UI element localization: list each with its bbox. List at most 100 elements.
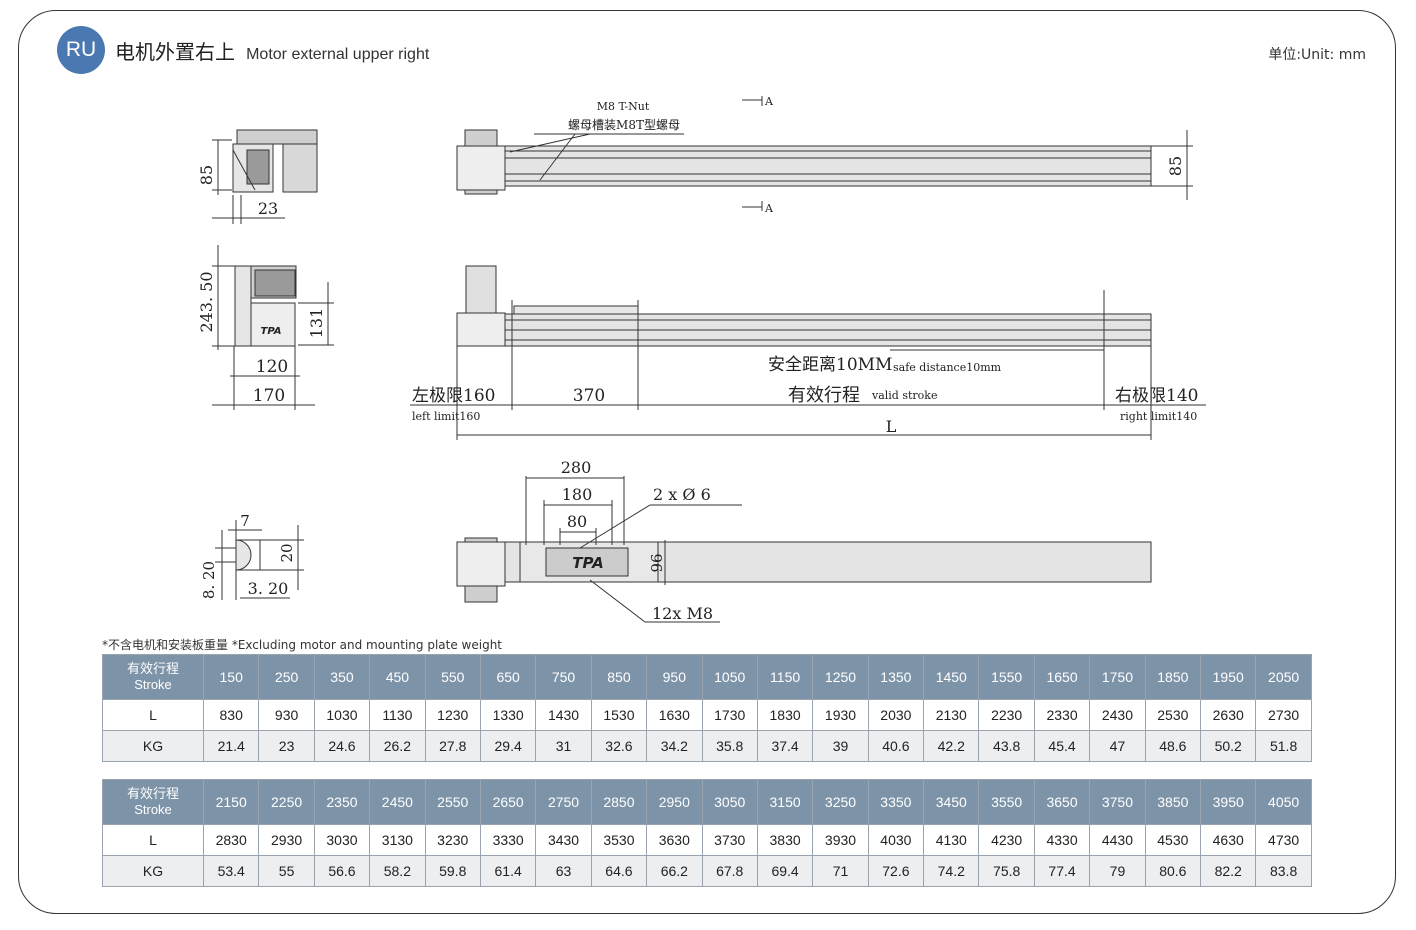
stroke-cell: 1850 bbox=[1144, 654, 1202, 700]
weight-cell: 39 bbox=[812, 730, 869, 762]
stroke-cell: 1950 bbox=[1200, 654, 1257, 700]
length-cell: 4530 bbox=[1144, 824, 1202, 856]
stroke-cell: 350 bbox=[313, 654, 371, 700]
length-cell: 2430 bbox=[1089, 699, 1146, 731]
weight-cell: 48.6 bbox=[1144, 730, 1202, 762]
weight-header: KG bbox=[102, 730, 204, 762]
dim-180: 180 bbox=[562, 485, 593, 504]
length-cell: 3430 bbox=[535, 824, 592, 856]
weight-cell: 34.2 bbox=[646, 730, 703, 762]
weight-cell: 40.6 bbox=[867, 730, 925, 762]
stroke-cell: 4050 bbox=[1255, 779, 1312, 825]
stroke-cell: 650 bbox=[479, 654, 537, 700]
weight-cell: 51.8 bbox=[1255, 730, 1312, 762]
stroke-cell: 250 bbox=[258, 654, 315, 700]
page-title: 电机外置右上 Motor external upper right bbox=[115, 36, 429, 65]
length-header: L bbox=[102, 699, 204, 731]
length-cell: 2230 bbox=[978, 699, 1035, 731]
stroke-cell: 3550 bbox=[978, 779, 1035, 825]
left-limit-cn: 左极限160 bbox=[412, 386, 495, 406]
weight-cell: 77.4 bbox=[1033, 855, 1091, 887]
section-a-bottom: A bbox=[764, 202, 774, 215]
length-cell: 2130 bbox=[923, 699, 980, 731]
length-cell: 3730 bbox=[701, 824, 758, 856]
length-cell: 3830 bbox=[756, 824, 814, 856]
length-cell: 1730 bbox=[701, 699, 758, 731]
weight-cell: 37.4 bbox=[756, 730, 814, 762]
stroke-cell: 2850 bbox=[590, 779, 648, 825]
length-cell: 2730 bbox=[1255, 699, 1312, 731]
length-cell: 4230 bbox=[978, 824, 1035, 856]
top-view bbox=[456, 96, 1193, 211]
weight-cell: 80.6 bbox=[1144, 855, 1202, 887]
length-cell: 2330 bbox=[1033, 699, 1091, 731]
weight-cell: 29.4 bbox=[479, 730, 537, 762]
stroke-cell: 3950 bbox=[1200, 779, 1257, 825]
stroke-cell: 3750 bbox=[1089, 779, 1146, 825]
threads-label: 12x M8 bbox=[652, 604, 713, 623]
right-limit-cn: 右极限140 bbox=[1115, 386, 1198, 406]
tpa-logo-small: TPA bbox=[261, 326, 282, 337]
dim-370: 370 bbox=[573, 386, 605, 406]
length-cell: 1130 bbox=[369, 699, 426, 731]
weight-cell: 64.6 bbox=[590, 855, 648, 887]
length-cell: 1930 bbox=[812, 699, 869, 731]
length-cell: 3530 bbox=[590, 824, 648, 856]
weight-cell: 66.2 bbox=[646, 855, 703, 887]
length-cell: 4630 bbox=[1200, 824, 1257, 856]
weight-cell: 47 bbox=[1089, 730, 1146, 762]
stroke-cell: 2050 bbox=[1255, 654, 1312, 700]
weight-cell: 74.2 bbox=[923, 855, 980, 887]
section-a-top: A bbox=[764, 95, 774, 108]
weight-cell: 26.2 bbox=[369, 730, 426, 762]
safe-distance-en: safe distance10mm bbox=[893, 361, 1002, 374]
stroke-cell: 2350 bbox=[313, 779, 371, 825]
stroke-cell: 450 bbox=[369, 654, 426, 700]
holes-label: 2 x Ø 6 bbox=[653, 485, 711, 504]
length-cell: 1830 bbox=[756, 699, 814, 731]
weight-cell: 75.8 bbox=[978, 855, 1035, 887]
weight-cell: 71 bbox=[812, 855, 869, 887]
stroke-cell: 2250 bbox=[258, 779, 315, 825]
safe-distance-cn: 安全距离10MM bbox=[768, 355, 892, 375]
side-view-middle bbox=[212, 245, 334, 410]
side-view-profile bbox=[215, 520, 304, 600]
weight-cell: 42.2 bbox=[923, 730, 980, 762]
weight-cell: 32.6 bbox=[590, 730, 648, 762]
weight-cell: 67.8 bbox=[701, 855, 758, 887]
weight-cell: 61.4 bbox=[479, 855, 537, 887]
weight-cell: 58.2 bbox=[369, 855, 426, 887]
tnut-label-cn: 螺母槽装M8T型螺母 bbox=[568, 118, 680, 132]
length-cell: 1330 bbox=[479, 699, 537, 731]
length-cell: 4130 bbox=[923, 824, 980, 856]
weight-cell: 35.8 bbox=[701, 730, 758, 762]
stroke-cell: 2650 bbox=[479, 779, 537, 825]
stroke-cell: 1750 bbox=[1089, 654, 1146, 700]
length-cell: 2530 bbox=[1144, 699, 1202, 731]
valid-stroke-cn: 有效行程 bbox=[788, 385, 860, 406]
length-cell: 3930 bbox=[812, 824, 869, 856]
weight-header: KG bbox=[102, 855, 204, 887]
length-cell: 2930 bbox=[258, 824, 315, 856]
title-cn: 电机外置右上 bbox=[115, 40, 235, 64]
weight-cell: 83.8 bbox=[1255, 855, 1312, 887]
side-view-top bbox=[212, 129, 318, 224]
stroke-cell: 3250 bbox=[812, 779, 869, 825]
stroke-cell: 2550 bbox=[424, 779, 481, 825]
weight-cell: 53.4 bbox=[202, 855, 260, 887]
length-cell: 3630 bbox=[646, 824, 703, 856]
length-cell: 1430 bbox=[535, 699, 592, 731]
weight-cell: 43.8 bbox=[978, 730, 1035, 762]
length-cell: 2830 bbox=[202, 824, 260, 856]
weight-cell: 59.8 bbox=[424, 855, 481, 887]
stroke-cell: 1450 bbox=[923, 654, 980, 700]
length-cell: 3330 bbox=[479, 824, 537, 856]
weight-cell: 69.4 bbox=[756, 855, 814, 887]
weight-cell: 24.6 bbox=[313, 730, 371, 762]
weight-cell: 23 bbox=[258, 730, 315, 762]
